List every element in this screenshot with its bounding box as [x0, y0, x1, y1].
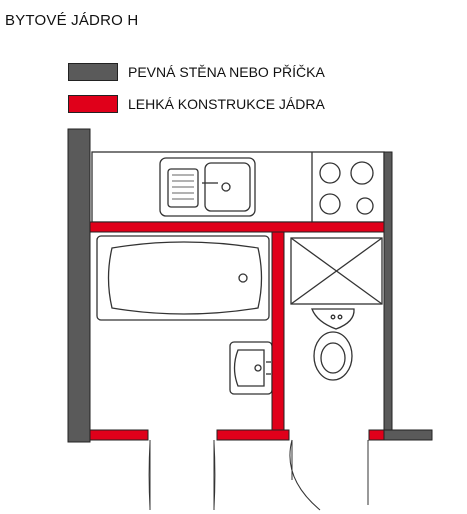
legend-label-solid-wall: PEVNÁ STĚNA NEBO PŘÍČKA	[128, 64, 325, 80]
stove-burners	[319, 161, 374, 215]
legend-swatch-light-wall	[68, 95, 118, 113]
kitchen-sink	[159, 157, 256, 217]
door-toilet	[289, 439, 369, 511]
installation-shaft	[290, 237, 383, 305]
washbasin	[229, 341, 273, 395]
legend-swatch-solid-wall	[68, 63, 118, 81]
legend-label-light-wall: LEHKÁ KONSTRUKCE JÁDRA	[128, 96, 325, 112]
plan-title: BYTOVÉ JÁDRO H	[5, 12, 139, 29]
solid-walls	[67, 128, 433, 443]
toilet	[311, 308, 355, 381]
door-bathroom	[148, 439, 216, 511]
light-walls	[89, 221, 385, 441]
bathtub	[96, 235, 270, 321]
